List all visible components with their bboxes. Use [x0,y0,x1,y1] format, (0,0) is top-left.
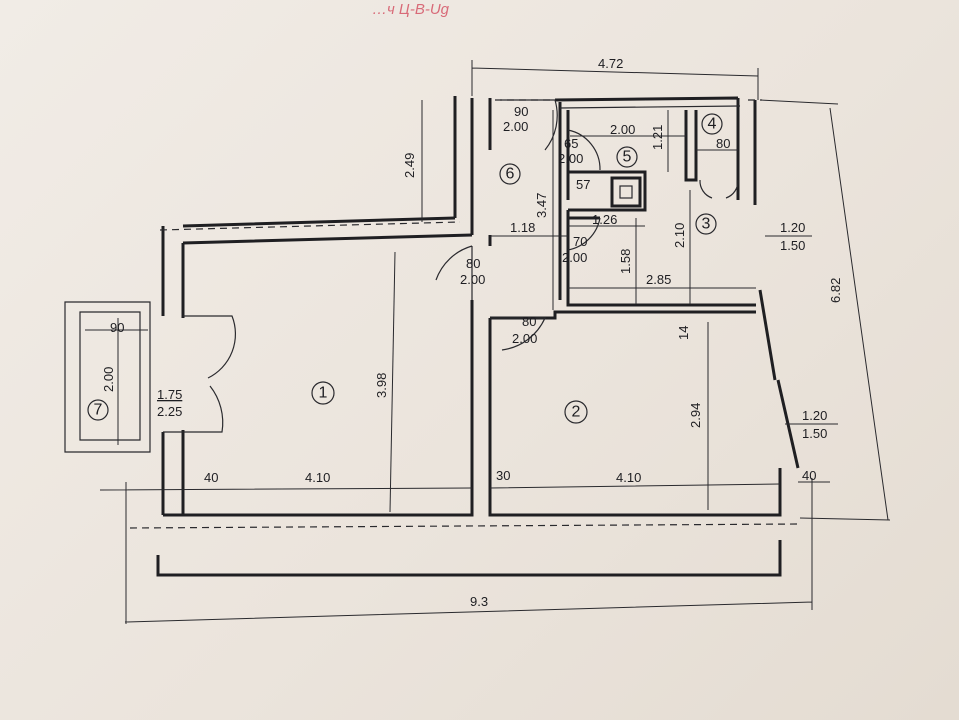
dim-balcony-width: 90 [110,320,124,335]
dim-bottom-width: 9.3 [470,594,488,609]
dim-room1-height: 3.98 [374,373,389,398]
room-6-label: 6 [506,166,515,183]
dim-hall-height: 3.47 [534,193,549,218]
dim-hall-width: 1.18 [510,220,535,235]
room-2-label: 2 [572,404,581,421]
dim-wc-width: 80 [716,136,730,151]
dim-room2-height: 2.94 [688,403,703,428]
dim-window-bottom-w: 1.20 [802,408,827,423]
ventilation-shaft [610,176,642,208]
dim-shaft-width: 57 [576,177,590,192]
dim-door-entry-w: 90 [514,104,528,119]
dim-kitchen-height: 1.58 [618,249,633,274]
dim-door-kitchen-w: 70 [573,234,587,249]
room-7-label: 7 [94,402,103,419]
dim-balcony-height: 2.00 [101,367,116,392]
room-4-label: 4 [708,116,717,133]
dim-window-top-w: 1.20 [780,220,805,235]
structural-dashed-lines [129,99,801,529]
dim-bath-width: 2.00 [610,122,635,137]
dim-window-bottom-h: 1.50 [802,426,827,441]
dim-door-entry-h: 2.00 [503,119,528,134]
dim-kitchen-width: 2.85 [646,272,671,287]
dim-corridor-height: 2.49 [402,153,417,178]
dim-door-room1-h: 2.00 [460,272,485,287]
dim-door-kitchen-h: 2.00 [562,250,587,265]
walls [156,96,800,577]
dim-wall-mid: 30 [496,468,510,483]
dim-window-top-h: 1.50 [780,238,805,253]
dim-balcony-door-w: 1.75 [157,387,182,402]
balcony [64,301,237,453]
dim-door-room2-w: 80 [522,314,536,329]
dim-room3-height: 2.10 [672,223,687,248]
dim-kitchen-upper-width: 1.26 [592,212,617,227]
room-markers: 1 2 3 4 5 6 7 [87,113,723,424]
dim-partition-14: 14 [676,326,691,340]
room-3-label: 3 [702,216,711,233]
dimension-lines [85,60,891,624]
dim-wall-left: 40 [204,470,218,485]
dim-door-bath-h: 2.00 [558,151,583,166]
dim-door-room1-w: 80 [466,256,480,271]
dim-wall-right: 40 [802,468,816,483]
dim-room1-width: 4.10 [305,470,330,485]
dim-top-width: 4.72 [598,56,623,71]
dimension-labels: 4.72 6.82 9.3 2.49 3.98 4.10 4.10 2.94 4… [101,56,843,609]
handwritten-note: …ч Ц-В-Ug [372,1,450,18]
doors [435,99,739,351]
dim-balcony-door-h: 2.25 [157,404,182,419]
dim-bath-height: 1.21 [650,125,665,150]
dim-door-bath-w: 65 [564,136,578,151]
room-1-label: 1 [319,385,328,402]
dim-door-room2-h: 2.00 [512,331,537,346]
dim-room2-width: 4.10 [616,470,641,485]
dim-total-height: 6.82 [828,278,843,303]
room-5-label: 5 [623,149,632,166]
